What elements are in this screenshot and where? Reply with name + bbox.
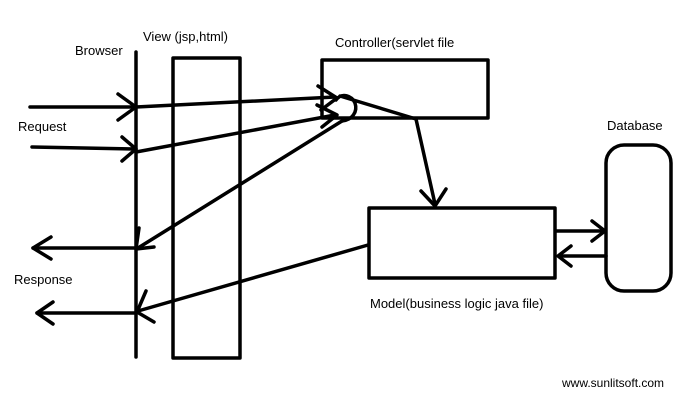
database-box	[604, 143, 673, 293]
response-label: Response	[14, 272, 73, 287]
controller-label: Controller(servlet file	[335, 35, 455, 50]
response-arrow-2	[35, 300, 138, 326]
controller-box	[320, 58, 490, 120]
view-box	[171, 56, 242, 360]
browser-to-controller-arrow-2	[134, 103, 339, 154]
database-label: Database	[607, 118, 663, 133]
database-to-model-arrow	[556, 244, 608, 268]
model-to-database-arrow	[554, 219, 607, 243]
browser-to-controller-arrow-1	[134, 84, 339, 112]
model-label: Model(business logic java file)	[370, 296, 544, 311]
watermark-text: www.sunlitsoft.com	[562, 376, 665, 390]
response-arrow-1	[31, 235, 138, 261]
request-label: Request	[18, 119, 67, 134]
view-label: View (jsp,html)	[143, 29, 229, 44]
controller-to-model-arrow	[338, 94, 448, 208]
request-arrow-1	[28, 92, 138, 122]
model-box	[367, 206, 557, 280]
request-arrow-2	[30, 135, 138, 163]
browser-label: Browser	[75, 43, 123, 58]
